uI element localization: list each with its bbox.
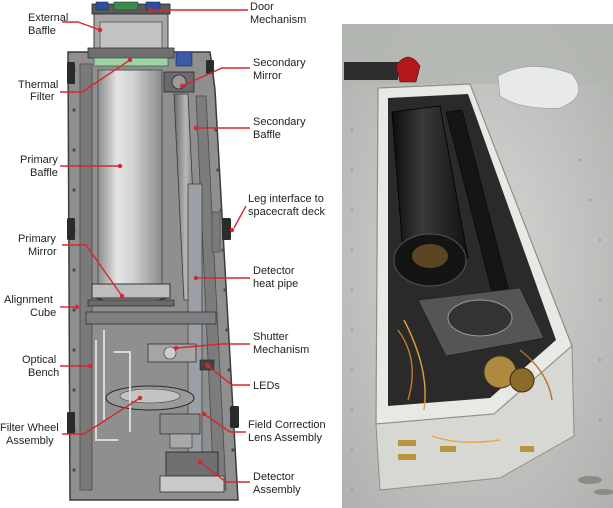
label-optical-bench-1: Optical [22,354,56,366]
label-primary-mirror-2: Mirror [28,246,57,258]
field-correction-lens-part [159,413,201,449]
primary-mirror-part [87,283,175,307]
optical-bench-part [85,311,217,325]
primary-baffle-tube [97,69,163,289]
housing-inner-right [195,95,227,491]
bench-plumbing [95,330,131,441]
instrument-photo [342,24,613,508]
detector-assembly-part [159,451,225,493]
label-detector-heat-pipe-1: Detector [253,265,295,277]
label-alignment-cube-1: Alignment [4,294,53,306]
cad-cutaway: External Baffle Thermal Filter Primary B… [0,1,326,501]
side-brackets [67,60,239,434]
label-primary-baffle-1: Primary [20,154,58,166]
label-field-correction-2: Lens Assembly [248,432,322,444]
label-secondary-baffle-2: Baffle [253,129,281,141]
photo-bench-assembly [417,287,545,393]
photo-mirror-reflection [412,244,448,268]
photo-primary-baffle [391,105,469,267]
label-primary-baffle-2: Baffle [30,167,58,179]
photo-keyboard [344,62,398,80]
label-leg-interface-2: spacecraft deck [248,206,326,218]
photo-secondary-baffle [445,109,509,293]
shutter-mechanism-part [147,343,197,363]
label-detector-heat-pipe-2: heat pipe [253,278,298,290]
label-alignment-cube-2: Cube [30,307,56,319]
external-baffle-part [87,11,175,59]
filter-wheel-part [105,385,195,411]
label-external-baffle-1: External [28,12,68,24]
heat-pipe-bracket [211,211,221,253]
optical-table-holes [350,128,602,492]
thermal-filter-part [93,57,169,67]
label-shutter-mechanism-1: Shutter [253,331,289,343]
label-detector-assembly-2: Assembly [253,484,301,496]
label-thermal-filter-1: Thermal [18,79,58,91]
photo-screws [578,476,613,495]
photo-connectors [398,440,534,460]
label-door-mechanism-1: Door [250,1,274,13]
leader-lines [60,7,250,483]
label-leg-interface-1: Leg interface to [248,193,324,205]
label-secondary-baffle-1: Secondary [253,116,306,128]
photo-box-front-wall [375,344,575,491]
photo-wires [397,319,553,443]
label-filter-wheel-1: Filter Wheel [0,422,59,434]
label-field-correction-1: Field Correction [248,419,326,431]
label-thermal-filter-2: Filter [30,91,55,103]
housing-inner-left [79,63,93,491]
door-mechanism-part [91,1,171,15]
photo-red-object [395,56,421,83]
label-external-baffle-2: Baffle [28,25,56,37]
label-shutter-mechanism-2: Mechanism [253,344,309,356]
label-optical-bench-2: Bench [28,367,59,379]
label-secondary-mirror-1: Secondary [253,57,306,69]
photo-foil [497,66,580,109]
label-filter-wheel-2: Assembly [6,435,54,447]
label-detector-assembly-1: Detector [253,471,295,483]
label-primary-mirror-1: Primary [18,233,56,245]
label-door-mechanism-2: Mechanism [250,14,306,26]
label-secondary-mirror-2: Mirror [253,70,282,82]
label-leds: LEDs [253,380,280,392]
